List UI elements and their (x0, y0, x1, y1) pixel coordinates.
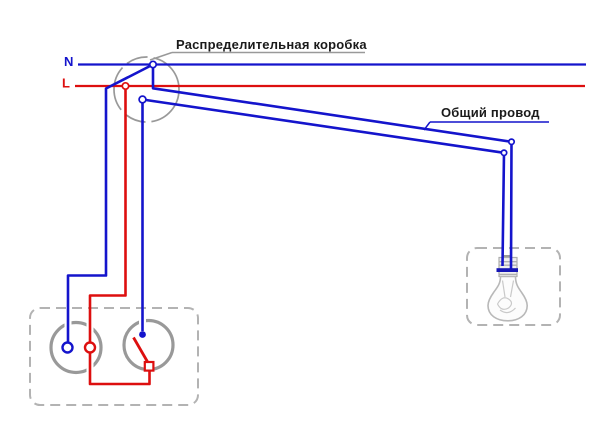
bulb-filament-swirl (499, 307, 516, 314)
junction-box-leader-line (149, 51, 173, 61)
bulb-filament-swirl (496, 297, 513, 310)
lamp-unit-box (466, 247, 561, 326)
bulb-cap-nub (503, 255, 510, 259)
socket-outlet-icon (49, 320, 103, 375)
switch-contact (143, 360, 155, 372)
junction-box-label: Распределительная коробка (176, 37, 367, 52)
wire-switched-to-lamp (142, 98, 506, 267)
common-wire-leader-line (423, 121, 431, 131)
light-bulb-icon (487, 255, 529, 322)
junction-node (500, 149, 508, 157)
bulb-filament-leads (501, 280, 515, 298)
distribution-box-circle-icon (113, 56, 180, 123)
junction-node (507, 138, 516, 146)
socket-neutral-terminal (61, 341, 74, 354)
socket-switch-unit-box (29, 307, 199, 406)
wire-socket-to-switch (88, 353, 151, 386)
switch-lever (132, 336, 150, 365)
junction-box-label-group: Распределительная коробка (149, 37, 367, 61)
neutral-label: N (64, 54, 73, 69)
wire-phase-to-socket (88, 86, 127, 343)
bulb-cap-contact-band (496, 268, 518, 272)
switch-output-terminal (139, 331, 146, 338)
phase-label: L (62, 76, 70, 91)
socket-phase-terminal (83, 341, 97, 354)
junction-node (148, 60, 158, 69)
junction-node (138, 95, 147, 104)
common-wire-label: Общий провод (441, 105, 540, 120)
wire-neutral-to-lamp (151, 64, 513, 272)
junction-node (121, 81, 130, 91)
wire-neutral-to-socket (66, 63, 154, 342)
common-wire-label-group: Общий провод (423, 105, 549, 131)
